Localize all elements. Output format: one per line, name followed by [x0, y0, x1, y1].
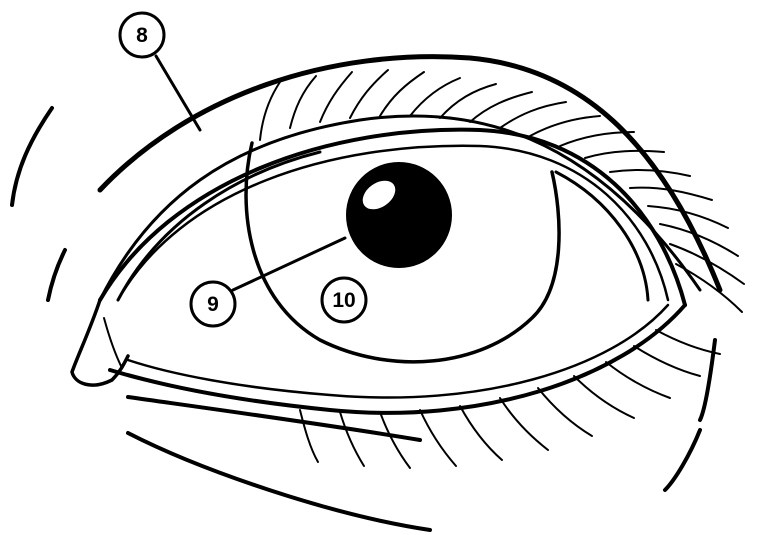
leader-line-9 [233, 238, 345, 290]
callout-8: 8 [120, 13, 164, 57]
upper-eyelashes [260, 70, 744, 312]
callout-9-label: 9 [207, 293, 219, 316]
callout-9: 9 [191, 282, 235, 326]
callout-8-label: 8 [136, 24, 148, 47]
callout-10-label: 10 [332, 289, 355, 312]
callout-10: 10 [322, 278, 366, 322]
leader-line-8 [156, 56, 200, 130]
pupil [346, 162, 452, 268]
